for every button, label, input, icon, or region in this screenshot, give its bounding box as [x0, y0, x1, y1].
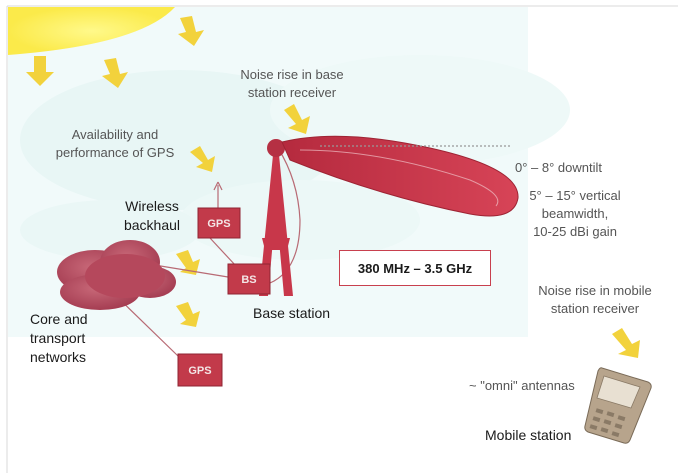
noise-mobile-label: Noise rise in mobile station receiver — [520, 282, 670, 318]
core-line-2: transport — [30, 330, 86, 346]
gps-receiver-bottom: GPS — [177, 353, 223, 387]
gps-receiver-top: GPS — [197, 207, 241, 239]
core-transport-label: Core and transport networks — [30, 310, 88, 367]
sun-arrow-3-icon — [178, 16, 204, 46]
gps-availability-label: Availability and performance of GPS — [40, 126, 190, 162]
wireless-line-1: Wireless — [125, 198, 179, 214]
sun-arrow-2-icon — [102, 58, 128, 88]
core-line-1: Core and — [30, 311, 88, 327]
noise-mobile-line-1: Noise rise in mobile — [538, 283, 652, 298]
antenna-tower — [259, 139, 293, 296]
base-station-box: BS — [227, 263, 271, 295]
downtilt-label: 0° – 8° downtilt — [515, 160, 603, 175]
noise-mobile-line-2: station receiver — [550, 301, 640, 316]
noise-base-label: Noise rise in base station receiver — [208, 66, 376, 102]
base-noise-arrow-icon — [284, 104, 310, 134]
core-line-3: networks — [30, 349, 87, 365]
gps-arrow-icon — [190, 146, 215, 172]
mobile-phone-icon — [584, 367, 652, 444]
noise-base-line-1: Noise rise in base — [240, 67, 344, 82]
sun-arrow-1-icon — [26, 56, 54, 86]
antenna-beam — [281, 135, 519, 217]
vertical-beamwidth-label: 5° – 15° vertical beamwidth, 10-25 dBi g… — [510, 187, 640, 241]
vbeam-line-3: 10-25 dBi gain — [533, 224, 617, 239]
sun — [8, 7, 175, 55]
core-network-cloud — [57, 240, 176, 310]
interference-arrows — [26, 16, 640, 358]
core-arrow-icon — [176, 302, 200, 327]
bs-label: BS — [241, 274, 256, 286]
omni-antennas-label: ~ "omni" antennas — [469, 378, 575, 393]
gps-bottom-label: GPS — [188, 365, 211, 377]
frequency-range-box: 380 MHz – 3.5 GHz — [339, 250, 491, 286]
gps-availability-line-1: Availability and — [71, 127, 159, 142]
vbeam-line-2: beamwidth, — [541, 206, 609, 221]
vbeam-line-1: 5° – 15° vertical — [529, 188, 621, 203]
noise-base-line-2: station receiver — [247, 85, 337, 100]
mobile-station-label: Mobile station — [485, 427, 572, 443]
gps-top-label: GPS — [207, 218, 230, 230]
wireless-line-2: backhaul — [123, 217, 181, 233]
mobile-noise-arrow-icon — [612, 328, 640, 358]
gps-availability-line-2: performance of GPS — [55, 145, 175, 160]
backhaul-arrow-icon — [176, 250, 200, 275]
base-station-label: Base station — [253, 305, 331, 321]
wireless-backhaul-label: Wireless backhaul — [112, 197, 192, 235]
